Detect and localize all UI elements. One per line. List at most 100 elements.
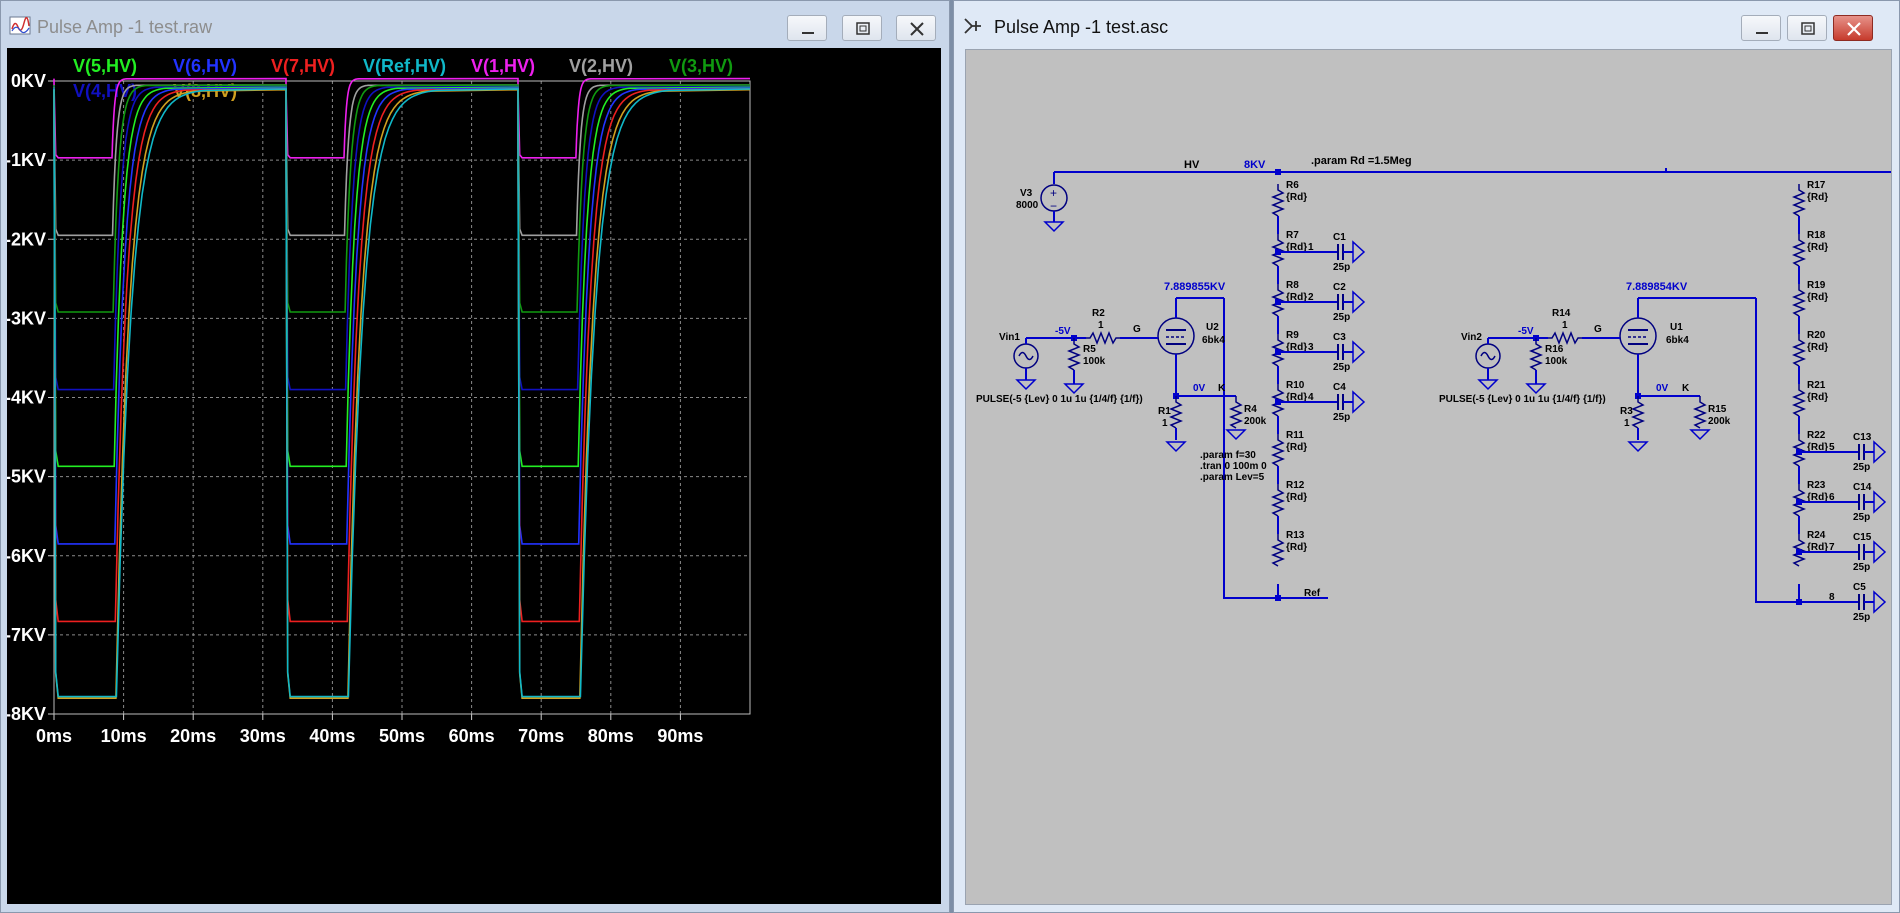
label-ov1: 0V	[1193, 383, 1206, 394]
resistor-R1	[1168, 396, 1184, 429]
maximize-button[interactable]	[842, 15, 882, 41]
resistor-label: R21	[1807, 380, 1826, 391]
waveform-app-icon	[9, 16, 31, 35]
series-line	[53, 88, 750, 623]
legend-entry: V(7,HV)	[271, 56, 335, 76]
resistor-value: {Rd}	[1807, 442, 1828, 453]
label-k1: K	[1218, 383, 1226, 394]
capacitor-label: C13	[1853, 432, 1872, 443]
label-k2: K	[1682, 383, 1690, 394]
resistor-value: {Rd}	[1286, 192, 1307, 203]
waveform-titlebar[interactable]: Pulse Amp -1 test.raw	[1, 1, 949, 51]
minimize-icon	[802, 32, 814, 34]
resistor-R19	[1791, 284, 1807, 317]
y-tick-label: -2KV	[7, 229, 46, 249]
x-tick-label: 0ms	[36, 726, 72, 746]
label-r3: R3	[1620, 406, 1633, 417]
resistor-R16	[1528, 338, 1544, 371]
capacitor-value: 25p	[1333, 312, 1350, 323]
minimize-button[interactable]	[1741, 15, 1781, 41]
label-u1_node: 7.889854KV	[1626, 281, 1688, 293]
x-tick-label: 70ms	[518, 726, 564, 746]
sine-icon	[1018, 351, 1034, 361]
resistor-value: {Rd}	[1807, 242, 1828, 253]
label-m5v_1: -5V	[1055, 326, 1071, 337]
maximize-icon	[1801, 22, 1815, 35]
u1-tube-icon	[1619, 317, 1657, 355]
maximize-button[interactable]	[1787, 15, 1827, 41]
resistor-label: R18	[1807, 230, 1826, 241]
series-line	[53, 88, 750, 699]
y-tick-label: -4KV	[7, 388, 46, 408]
resistor-label: R8	[1286, 280, 1299, 291]
capacitor-label: C1	[1333, 232, 1346, 243]
resistor-value: {Rd}	[1286, 492, 1307, 503]
resistor-label: R17	[1807, 180, 1826, 191]
sine-icon	[1480, 351, 1496, 361]
ground-icon	[1689, 429, 1711, 441]
x-tick-label: 10ms	[101, 726, 147, 746]
capacitor-label: C15	[1853, 532, 1872, 543]
label-pulse1: PULSE(-5 {Lev} 0 1u 1u {1/4/f} {1/f})	[976, 394, 1143, 405]
hv-rail	[1054, 168, 1900, 173]
schematic-titlebar[interactable]: Pulse Amp -1 test.asc	[954, 1, 1899, 51]
label-r16: R16	[1545, 344, 1564, 355]
series-line	[53, 87, 750, 545]
resistor-R11	[1270, 434, 1286, 467]
capacitor-value: 25p	[1853, 512, 1870, 523]
x-tick-label: 60ms	[449, 726, 495, 746]
capacitor-value: 25p	[1333, 362, 1350, 373]
series-line	[53, 85, 750, 391]
close-icon	[1847, 22, 1861, 36]
label-v3_val: 8000	[1016, 200, 1039, 211]
resistor-R12	[1270, 484, 1286, 517]
close-button[interactable]	[1833, 15, 1873, 41]
y-tick-label: -6KV	[7, 546, 46, 566]
series-line	[53, 77, 750, 159]
label-r2: R2	[1092, 308, 1105, 319]
label-hv: HV	[1184, 159, 1200, 171]
label-pulse2: PULSE(-5 {Lev} 0 1u 1u {1/4/f} {1/f})	[1439, 394, 1606, 405]
ground-icon	[1225, 429, 1247, 441]
label-r1: R1	[1158, 406, 1171, 417]
y-tick-label: -1KV	[7, 150, 46, 170]
resistor-R20	[1791, 334, 1807, 367]
u1-plate-wire	[1755, 298, 1799, 603]
ground-icon	[1477, 379, 1499, 391]
resistor-R17	[1791, 184, 1807, 217]
label-u2_val: 6bk4	[1202, 335, 1225, 346]
resistor-value: {Rd}	[1807, 192, 1828, 203]
label-u1_val: 6bk4	[1666, 335, 1689, 346]
resistor-label: R10	[1286, 380, 1305, 391]
ground-icon	[1873, 590, 1887, 614]
resistor-label: R12	[1286, 480, 1305, 491]
resistor-value: {Rd}	[1286, 242, 1307, 253]
resistor-label: R13	[1286, 530, 1305, 541]
label-param_f: .param f=30	[1200, 450, 1256, 461]
resistor-label: R19	[1807, 280, 1826, 291]
legend-entry: V(4,HV)	[73, 81, 137, 101]
series-line	[53, 84, 750, 313]
resistor-value: {Rd}	[1807, 492, 1828, 503]
minimize-button[interactable]	[787, 15, 827, 41]
resistor-R21	[1791, 384, 1807, 417]
label-r2_val: 1	[1098, 320, 1104, 331]
resistor-R18	[1791, 234, 1807, 267]
close-button[interactable]	[896, 15, 936, 41]
junction	[1275, 169, 1281, 175]
capacitor-value: 25p	[1853, 612, 1870, 623]
node-label: 1	[1308, 242, 1314, 253]
label-g1: G	[1133, 324, 1141, 335]
resistor-R6	[1270, 184, 1286, 217]
node-label: 8	[1829, 592, 1835, 603]
label-r3_val: 1	[1624, 418, 1630, 429]
legend-entry: V(3,HV)	[669, 56, 733, 76]
series-line	[53, 86, 750, 468]
node-label: 7	[1829, 542, 1835, 553]
legend-entry: V(Ref,HV)	[363, 56, 446, 76]
label-u2: U2	[1206, 322, 1219, 333]
